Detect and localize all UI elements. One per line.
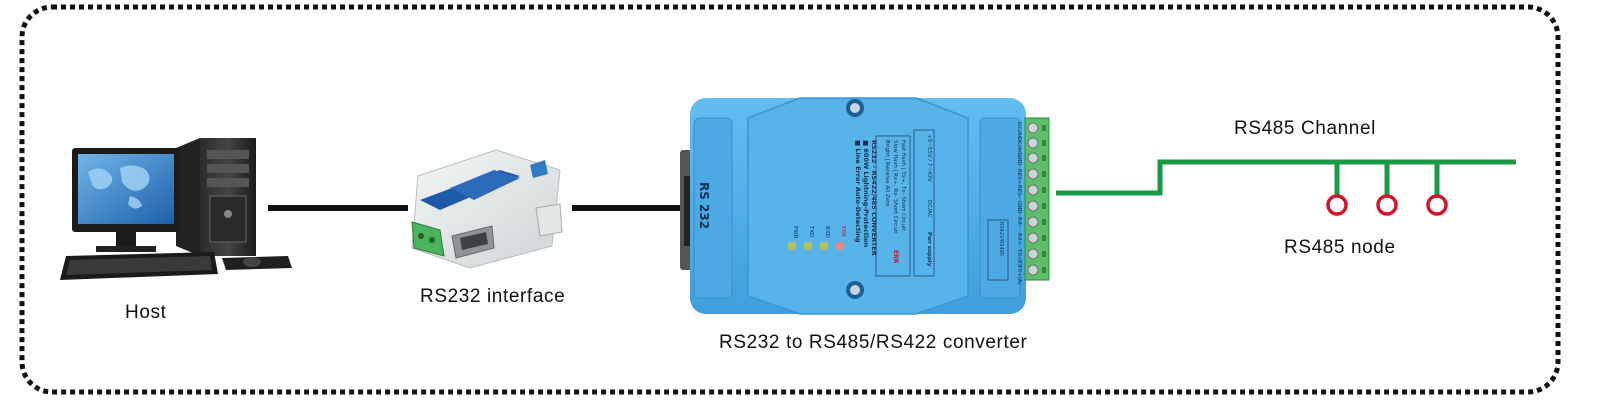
led-label-txd: TXD xyxy=(808,225,814,237)
terminal-label: RES- xyxy=(1016,185,1022,198)
terminal-label: RX- xyxy=(1016,217,1022,226)
rs485-node-icon xyxy=(1426,194,1448,216)
led-label-pwr: PWR xyxy=(792,226,798,239)
err-row-2: Slow flash | Rx+, Rx- Short Circuit xyxy=(892,140,898,234)
err-label: ERR xyxy=(892,250,899,264)
terminal-label: GND xyxy=(1016,201,1022,214)
rs485-node-icon xyxy=(1326,194,1348,216)
rs485-node-icon xyxy=(1376,194,1398,216)
err-row-3: Bright | Receive All Zero xyxy=(884,140,890,207)
converter-feature-2: ■ Line Error Auto-Detecting xyxy=(854,140,862,243)
rs232-interface-label: RS232 interface xyxy=(420,286,565,307)
terminal-label: RES+ xyxy=(1016,169,1022,185)
rs485-node-label: RS485 node xyxy=(1284,237,1396,258)
rs485-channel-label: RS485 Channel xyxy=(1234,118,1376,139)
rs485-channel-line xyxy=(1056,159,1516,196)
led-label-rxd: RXD xyxy=(824,226,830,238)
converter-feature-1: ■ 600W Lightning-Protection xyxy=(862,140,870,248)
led-label-err: ERR xyxy=(840,226,846,237)
converter-label: RS232 to RS485/RS422 converter xyxy=(719,332,1028,353)
power-type: DC/AC xyxy=(926,200,932,218)
terminal-label: TX+(A) xyxy=(1016,264,1022,285)
terminal-label: GND xyxy=(1016,153,1022,166)
err-row-1: Fast flash | Tx+, Tx- Short Circuit xyxy=(900,140,906,231)
mode-label: RS422/RS485 xyxy=(998,222,1004,256)
terminal-label: RX+ xyxy=(1016,233,1022,246)
rs485-node-icons xyxy=(1326,194,1448,216)
terminal-label: DC/AC- xyxy=(1016,137,1022,156)
power-range: +9~55V / 7~43V xyxy=(926,134,932,182)
terminal-label: TX-(B) xyxy=(1016,248,1022,266)
converter-port-label: RS 232 xyxy=(697,182,711,229)
host-label: Host xyxy=(125,302,167,323)
terminal-label: DC/AC+ xyxy=(1016,122,1022,144)
dotted-frame xyxy=(19,4,1561,395)
converter-title: RS232 - RS422/485 CONVERTER xyxy=(870,140,878,256)
rs232-interface-icon xyxy=(411,149,563,269)
power-label: Pwr supply xyxy=(926,232,932,267)
host-computer-icon xyxy=(60,138,292,280)
converter-device xyxy=(680,97,1050,315)
